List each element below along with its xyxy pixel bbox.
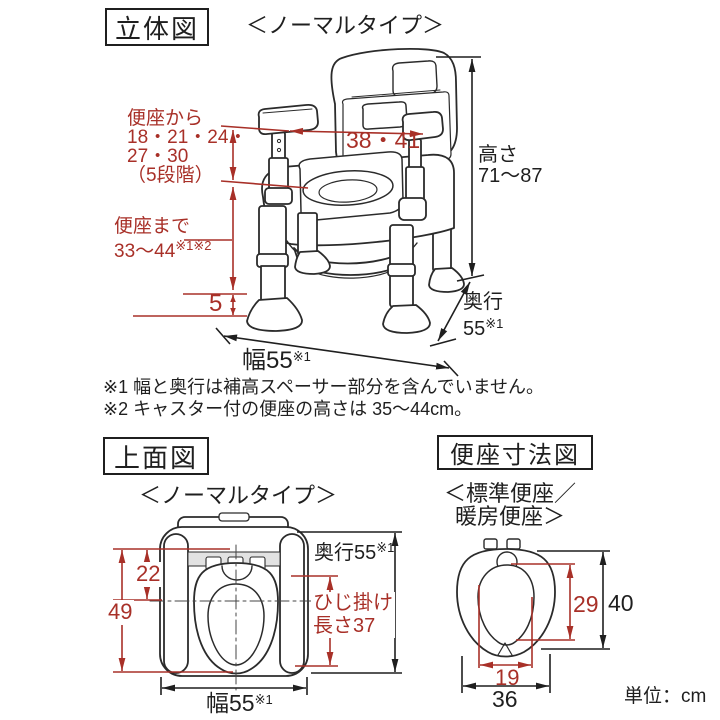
perspective-type-label: ＜ノーマルタイプ＞: [246, 13, 445, 38]
seat-height-value-row: 33～44※1※2: [114, 236, 212, 261]
seat-from-dimension-label: 便座から 18・21・24・ 27・30 （5段階）: [127, 109, 247, 185]
seat-type-label: ＜標準便座／ 暖房便座＞: [444, 482, 576, 528]
spacer-height-dimension-label: 5: [209, 290, 223, 317]
footnote-1: ※1 幅と奥行は補高スペーサー部分を含んでいません。: [103, 377, 545, 397]
height-dimension-label: 高さ 71～87: [478, 145, 543, 187]
seat-height-dimension-label: 便座まで 33～44※1※2: [114, 217, 212, 261]
seat-width-label: 36: [492, 686, 518, 712]
seat-height-name: 便座まで: [114, 216, 191, 237]
perspective-section-title: 立体図: [105, 8, 209, 46]
perspective-dimension-lines-black: [215, 56, 485, 377]
seat-depth-label: 40: [608, 590, 634, 616]
top-view-depth-value: 奥行55: [314, 542, 377, 564]
footnote-2: ※2 キャスター付の便座の高さは 35～44cm。: [103, 399, 473, 419]
top-view-drawing: [149, 512, 323, 691]
seat-from-line4: （5段階）: [127, 165, 214, 186]
depth-value-row: 55※1: [463, 313, 503, 340]
armrest-span-dimension-label: 38・41: [346, 127, 421, 153]
width-value: 幅55: [242, 347, 293, 374]
depth-name: 奥行: [463, 291, 503, 313]
depth-dimension-label: 奥行 55※1: [463, 292, 503, 340]
seat-type-line2: 暖房便座＞: [455, 504, 566, 529]
top-view-back-to-front-label: 49: [106, 599, 135, 625]
height-name: 高さ: [478, 144, 518, 166]
seat-section-title-text: 便座寸法図: [450, 442, 580, 469]
top-view-section-title: 上面図: [103, 437, 209, 475]
seat-from-line1: 便座から: [127, 108, 204, 129]
seat-view-dimension-lines-red: [478, 563, 575, 669]
top-view-armrest-length-label: ひじ掛け 長さ37: [311, 592, 395, 638]
top-view-back-to-center-label: 22: [134, 561, 163, 587]
seat-opening-depth-label: 29: [573, 591, 599, 617]
width-dimension-label: 幅55※1: [242, 347, 311, 374]
unit-note: 単位：cm: [624, 686, 707, 707]
seat-height-refs: ※1※2: [175, 238, 212, 253]
seat-opening-width-label: 19: [495, 665, 520, 690]
perspective-dimension-lines-red: [133, 125, 424, 317]
height-value: 71～87: [478, 165, 543, 187]
top-view-depth-label: 奥行55※1: [314, 540, 395, 565]
top-view-depth-ref: ※1: [376, 540, 395, 555]
seat-view-drawing: [456, 538, 556, 658]
width-ref: ※1: [292, 349, 311, 364]
top-view-dimension-lines-black: [160, 531, 402, 695]
top-view-width-label: 幅55※1: [206, 690, 273, 716]
seat-section-title: 便座寸法図: [437, 435, 593, 470]
top-view-width-value: 幅55: [206, 690, 255, 716]
perspective-toilet-drawing: [246, 47, 465, 334]
perspective-section-title-text: 立体図: [114, 13, 199, 44]
depth-value: 55: [463, 318, 486, 340]
armrest-length-line2: 長さ37: [313, 615, 376, 637]
seat-from-line3: 27・30: [127, 146, 189, 167]
top-view-width-ref: ※1: [254, 692, 273, 707]
seat-type-line1: ＜標準便座／: [444, 481, 577, 506]
seat-height-value: 33～44: [114, 241, 176, 262]
seat-from-line2: 18・21・24・: [127, 127, 248, 148]
depth-ref: ※1: [485, 316, 504, 331]
top-view-type-label: ＜ノーマルタイプ＞: [139, 483, 338, 508]
top-view-section-title-text: 上面図: [113, 442, 198, 473]
armrest-length-line1: ひじ掛け: [313, 592, 393, 614]
seat-view-dimension-lines-black: [461, 550, 610, 693]
